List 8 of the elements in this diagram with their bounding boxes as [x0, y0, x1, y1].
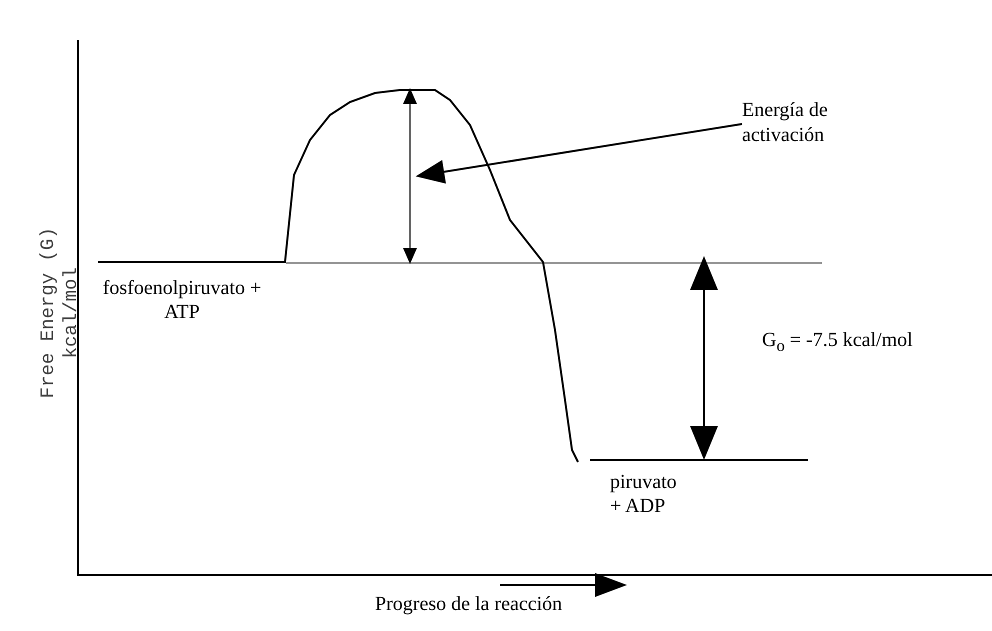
- leader-line: [416, 123, 742, 184]
- text-label: Progreso de la reacción: [375, 592, 564, 616]
- axis-title: Free Energy (G) kcal/mol: [37, 226, 83, 400]
- text-label: fosfoenolpiruvato + ATP: [102, 276, 262, 324]
- callout-text: Energía de activación: [742, 98, 872, 148]
- activation-energy-arrow: [402, 88, 418, 264]
- text-label: piruvato + ADP: [610, 470, 678, 518]
- text-label: G$_{o}$ = -7.5 kcal/mol: [762, 328, 914, 356]
